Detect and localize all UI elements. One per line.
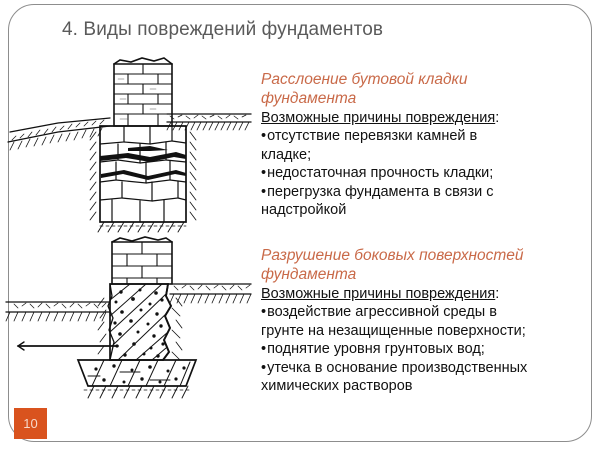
bullet-icon: • bbox=[261, 165, 267, 181]
list-item-label: утечка в основание производственных хими… bbox=[261, 359, 528, 395]
block-1-heading: Расслоение бутовой кладки фундамента bbox=[261, 71, 468, 107]
block-1-causes-label: Возможные причины повреждения: bbox=[261, 109, 529, 127]
slide-number-badge: 10 bbox=[14, 408, 47, 439]
list-item-label: воздействие агрессивной среды в грунте н… bbox=[261, 304, 526, 339]
slide-number-label: 10 bbox=[23, 416, 38, 431]
block-2-causes-label-text: Возможные причины повреждения bbox=[261, 286, 496, 302]
bullet-icon: • bbox=[261, 304, 267, 320]
list-item: •воздействие агрессивной среды в грунте … bbox=[261, 303, 529, 340]
block-2-heading: Разрушение боковых поверхностей фундамен… bbox=[261, 247, 524, 283]
list-item: •утечка в основание производственных хим… bbox=[261, 359, 529, 396]
block-1-causes-colon: : bbox=[495, 110, 500, 126]
block-1-causes-label-text: Возможные причины повреждения bbox=[261, 110, 496, 126]
block-2-causes-label: Возможные причины повреждения: bbox=[261, 285, 529, 303]
block-2-causes-colon: : bbox=[495, 286, 500, 302]
bullet-icon: • bbox=[261, 341, 267, 357]
list-item: •отсутствие перевязки камней в кладке; bbox=[261, 127, 529, 164]
bullet-icon: • bbox=[261, 359, 267, 376]
list-item-label: отсутствие перевязки камней в кладке; bbox=[261, 128, 478, 163]
list-item-label: перегрузка фундамента в связи с надстрой… bbox=[261, 183, 494, 219]
concrete-foundation-side-erosion-diagram bbox=[0, 236, 258, 437]
list-item-label: поднятие уровня грунтовых вод; bbox=[267, 341, 485, 357]
page-title: 4. Виды повреждений фундаментов bbox=[62, 19, 384, 40]
bullet-icon: • bbox=[261, 128, 267, 144]
bullet-icon: • bbox=[261, 183, 267, 200]
damage-type-block-2: Разрушение боковых поверхностей фундамен… bbox=[261, 246, 529, 396]
block-1-cause-list: •отсутствие перевязки камней в кладке; •… bbox=[261, 127, 529, 220]
block-2-cause-list: •воздействие агрессивной среды в грунте … bbox=[261, 303, 529, 396]
list-item: •перегрузка фундамента в связи с надстро… bbox=[261, 183, 529, 220]
damage-type-block-1: Расслоение бутовой кладки фундамента Воз… bbox=[261, 70, 529, 220]
list-item: •недостаточная прочность кладки; bbox=[261, 164, 529, 183]
list-item-label: недостаточная прочность кладки; bbox=[267, 165, 494, 181]
list-item: •поднятие уровня грунтовых вод; bbox=[261, 340, 529, 359]
rubble-foundation-delamination-diagram bbox=[0, 52, 258, 243]
